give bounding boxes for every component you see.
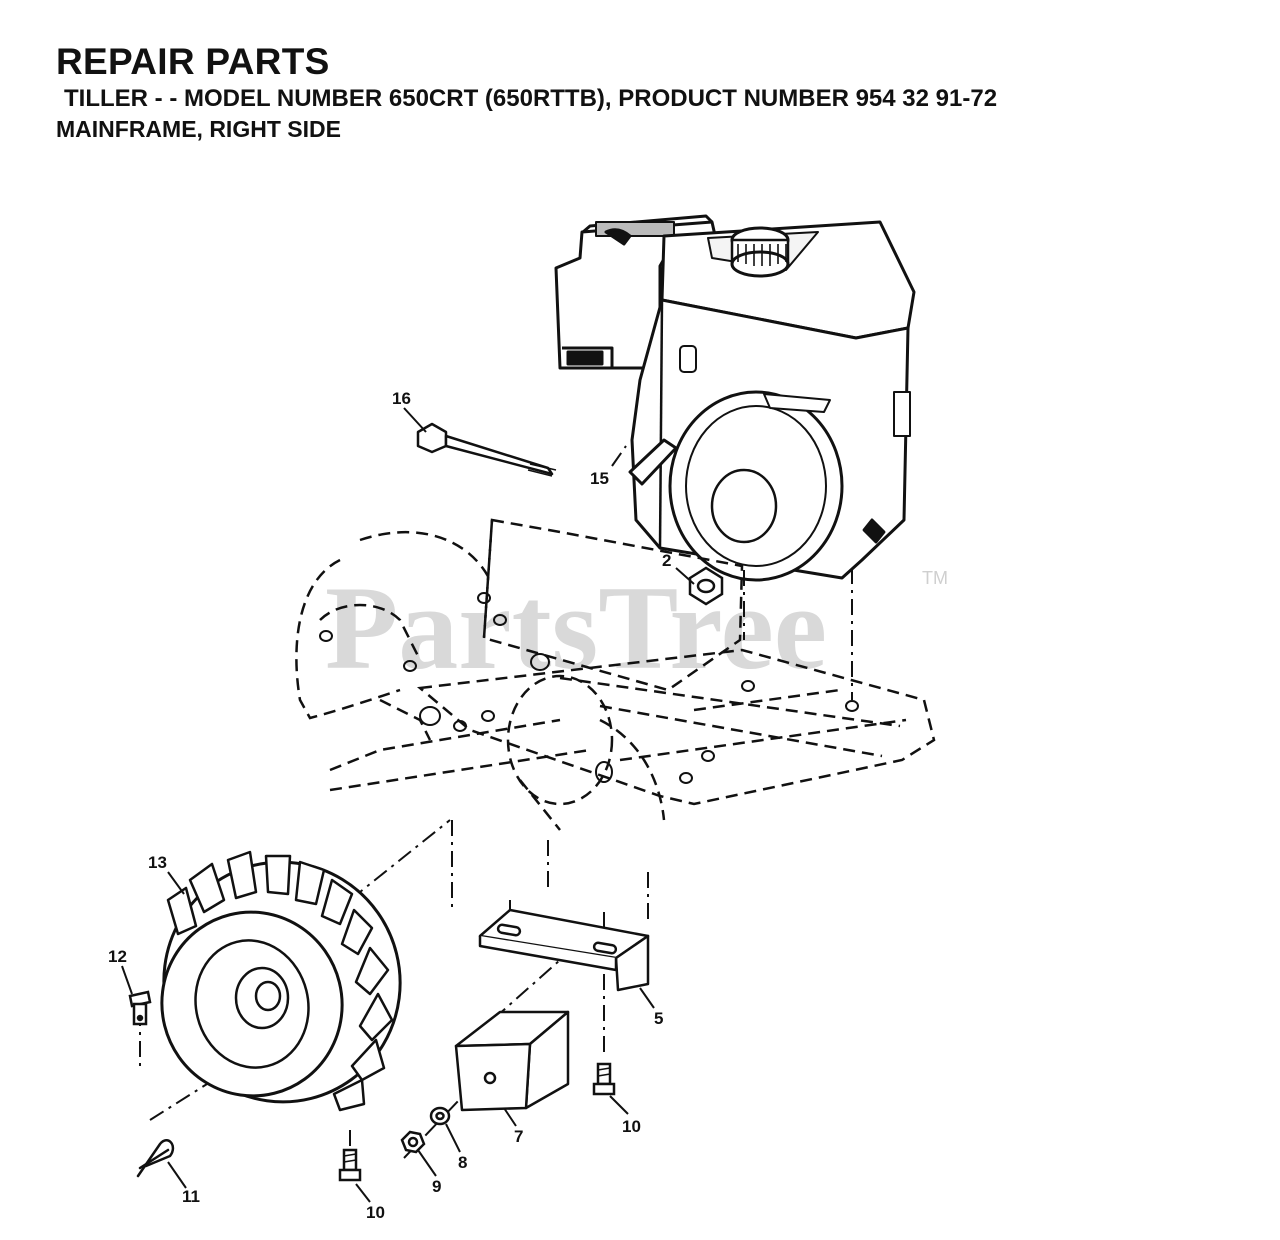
bolt-part-10-right[interactable] (592, 1062, 616, 1096)
cable-tie-part-16[interactable] (416, 422, 557, 477)
callout-2: 2 (662, 551, 671, 570)
wheel-tire-part-13[interactable] (138, 837, 425, 1127)
callout-11: 11 (182, 1187, 200, 1206)
clevis-pin-part-12[interactable] (128, 990, 152, 1026)
tire-tread-lugs (166, 850, 394, 1112)
callout-7: 7 (514, 1127, 523, 1146)
washer-part-8[interactable] (429, 1106, 451, 1126)
section-title: MAINFRAME, RIGHT SIDE (56, 116, 341, 142)
callout-12: 12 (108, 947, 127, 966)
model-subtitle: TILLER - - MODEL NUMBER 650CRT (650RTTB)… (64, 85, 998, 112)
callout-8: 8 (458, 1153, 467, 1172)
engine-part-15[interactable] (554, 214, 916, 582)
callout-labels: 16 15 2 13 12 5 10 7 8 9 11 10 (108, 389, 671, 1222)
weight-part-7[interactable] (454, 1010, 570, 1112)
mainframe-holes (319, 592, 859, 784)
callout-13: 13 (148, 853, 167, 872)
callout-15: 15 (590, 469, 609, 488)
callout-5: 5 (654, 1009, 663, 1028)
nut-part-2[interactable] (688, 566, 724, 606)
watermark-tm: TM (922, 568, 948, 588)
hairpin-clip-part-11[interactable] (136, 1139, 175, 1178)
page-header: REPAIR PARTS TILLER - - MODEL NUMBER 650… (56, 40, 1260, 144)
page-title: REPAIR PARTS (56, 41, 330, 82)
callout-16: 16 (392, 389, 411, 408)
nut-part-9[interactable] (400, 1130, 426, 1154)
callout-9: 9 (432, 1177, 441, 1196)
callout-10-right: 10 (622, 1117, 641, 1136)
bracket-part-5[interactable] (478, 908, 650, 992)
mainframe-phantom-outline (295, 518, 936, 831)
callout-pointers (121, 407, 695, 1203)
callout-10-left: 10 (366, 1203, 385, 1222)
bolt-part-10-left[interactable] (338, 1148, 362, 1182)
